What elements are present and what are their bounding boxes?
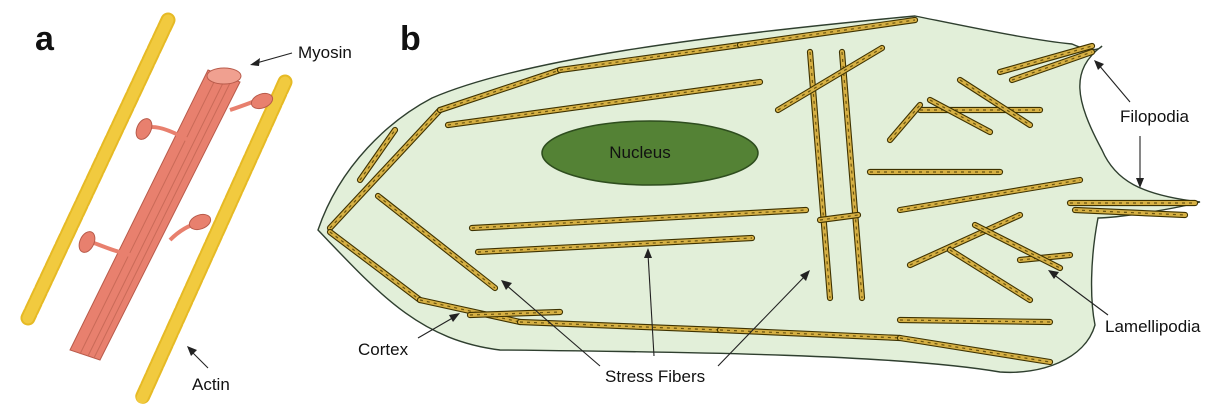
panel-a: a Myosin (28, 20, 352, 398)
actin-filament-left (28, 20, 168, 318)
nucleus: Nucleus (542, 121, 758, 185)
filopodia-label: Filopodia (1120, 107, 1190, 126)
panel-b-label: b (400, 20, 421, 58)
nucleus-label: Nucleus (609, 143, 670, 162)
myosin-arrow (250, 53, 292, 66)
myosin-label: Myosin (298, 43, 352, 62)
actin-arrow (187, 346, 208, 368)
lamellipodia-label: Lamellipodia (1105, 317, 1201, 336)
cortex-label: Cortex (358, 340, 409, 359)
actin-label: Actin (192, 375, 230, 394)
panel-b: b Nucleus Filopodia Lamellipodia Cortex (318, 16, 1201, 386)
filopodia-arrow-lower (1136, 136, 1144, 188)
panel-a-label: a (35, 20, 55, 58)
filopodia-arrow-upper (1094, 60, 1130, 102)
stress-fibers-label: Stress Fibers (605, 367, 705, 386)
